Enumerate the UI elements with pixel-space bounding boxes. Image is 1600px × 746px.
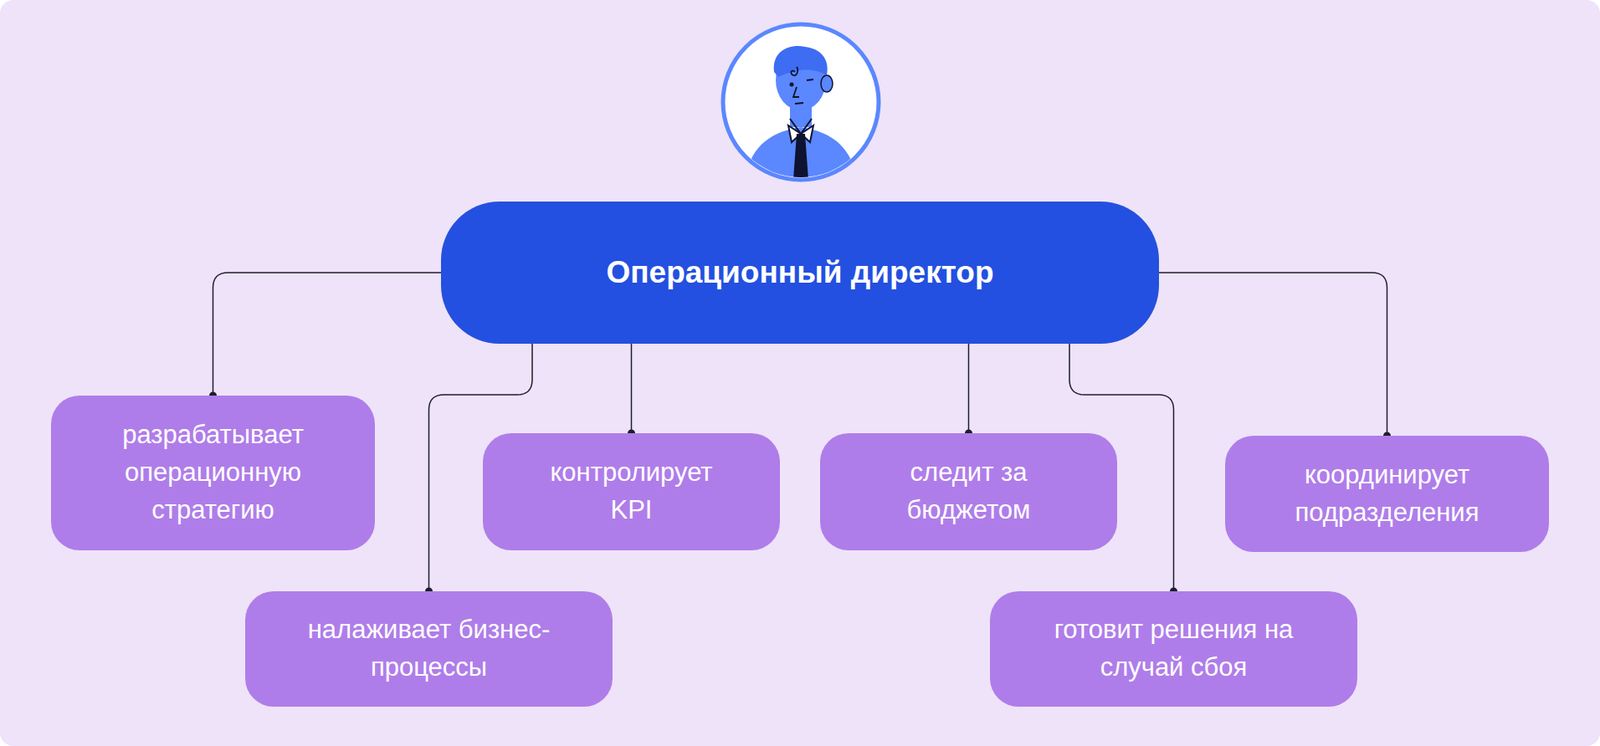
connector — [964, 343, 973, 438]
connector-line — [968, 343, 970, 434]
role-title: Операционный директор — [605, 254, 994, 292]
duty-text: следит за бюджетом — [860, 454, 1078, 530]
duty-text: разрабатывает операционную стратегию — [87, 416, 339, 530]
duty-box: контролирует KPI — [482, 433, 780, 551]
connector-line — [213, 272, 442, 396]
connector-line — [1158, 272, 1388, 436]
duty-box: разрабатывает операционную стратегию — [51, 395, 375, 551]
connector-line — [630, 343, 633, 434]
duty-text: готовит решения на случай сбоя — [1052, 611, 1296, 688]
connector — [1158, 272, 1391, 441]
person-figure — [743, 46, 859, 193]
duty-text: контролирует KPI — [527, 454, 737, 530]
connector — [209, 272, 442, 400]
duty-text: координирует подразделения — [1249, 456, 1526, 533]
duty-box: координирует подразделения — [1225, 435, 1549, 553]
role-pill: Операционный директор — [441, 201, 1159, 344]
avatar-circle — [723, 24, 879, 180]
connector — [627, 343, 636, 438]
duty-box: налаживает бизнес-процессы — [245, 591, 613, 708]
duty-box: готовит решения на случай сбоя — [989, 591, 1358, 708]
duty-text: налаживает бизнес-процессы — [278, 611, 580, 688]
duty-box: следит за бюджетом — [820, 433, 1118, 551]
